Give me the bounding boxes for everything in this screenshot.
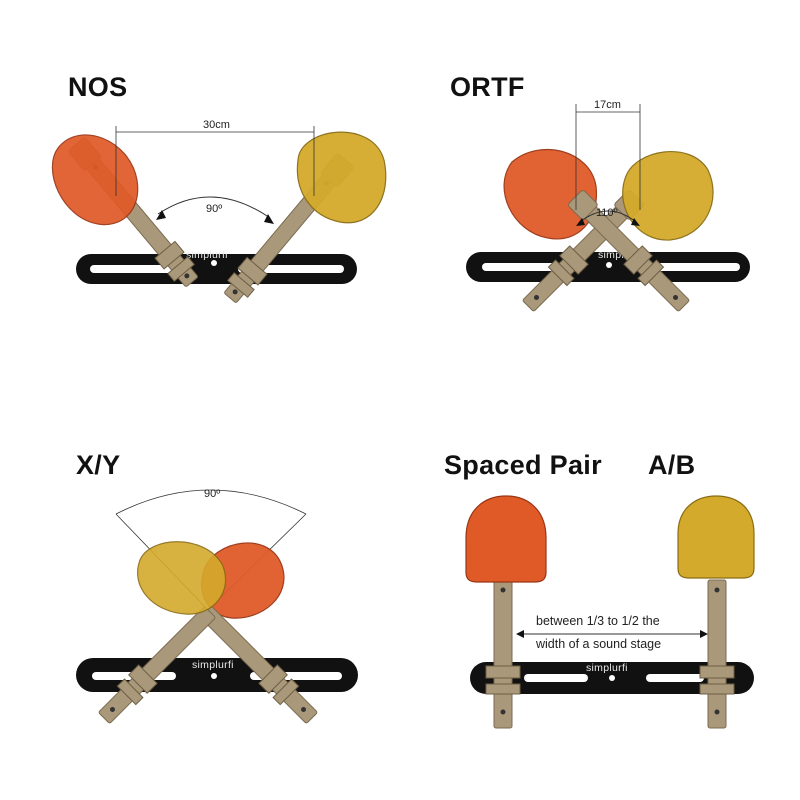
nos-panel: NOS simplurfi [0, 0, 400, 400]
ab-title: A/B [648, 450, 696, 480]
brand-label: simplurfi [192, 659, 234, 671]
right-capsule [296, 131, 387, 224]
distance-note: between 1/3 to 1/2 the width of a sound … [516, 606, 708, 654]
mount-bar: simplurfi [76, 249, 357, 284]
xy-diagram: 90º simplurfi [76, 488, 358, 724]
left-microphone [98, 541, 227, 724]
spacing-dimension: 30cm [115, 119, 315, 196]
brand-label: simplurfi [186, 249, 228, 261]
spacing-label: 30cm [203, 119, 230, 131]
ortf-panel: ORTF simplurfi [400, 0, 800, 400]
left-capsule [51, 134, 139, 226]
angle-label: 90º [206, 203, 222, 215]
left-capsule [503, 148, 598, 240]
right-microphone [224, 131, 387, 303]
right-capsule [622, 151, 714, 241]
right-microphone [200, 542, 318, 724]
angle-indicator: 90º [156, 196, 274, 224]
mount-bar: simplurfi [466, 249, 750, 282]
right-capsule [677, 495, 755, 579]
xy-title: X/Y [76, 450, 121, 480]
left-capsule [465, 495, 547, 583]
mount-bar: simplurfi [470, 662, 754, 694]
right-microphone [677, 495, 755, 729]
left-capsule [137, 541, 227, 615]
angle-indicator: 110º [576, 207, 640, 226]
nos-diagram: simplurfi [51, 119, 387, 303]
ortf-diagram: simplurfi 1 [466, 99, 750, 312]
spacing-label: 17cm [594, 99, 621, 111]
spacing-dimension: 17cm [575, 99, 641, 210]
brand-label: simplurfi [586, 662, 628, 674]
xy-panel: X/Y 90º simplurfi [0, 400, 400, 800]
spaced-pair-panel: Spaced Pair A/B simplurfi bet [400, 400, 800, 800]
spaced-pair-title: Spaced Pair [444, 450, 602, 480]
ortf-title: ORTF [450, 72, 525, 102]
distance-note-line1: between 1/3 to 1/2 the [536, 614, 660, 628]
left-microphone [51, 134, 198, 287]
angle-label: 90º [204, 488, 220, 500]
distance-note-line2: width of a sound stage [535, 637, 661, 651]
angle-label: 110º [596, 207, 618, 219]
spaced-pair-diagram: simplurfi between 1/3 to 1/2 the width o… [465, 495, 755, 729]
nos-title: NOS [68, 72, 128, 102]
left-microphone [503, 148, 644, 312]
left-microphone [465, 495, 547, 729]
